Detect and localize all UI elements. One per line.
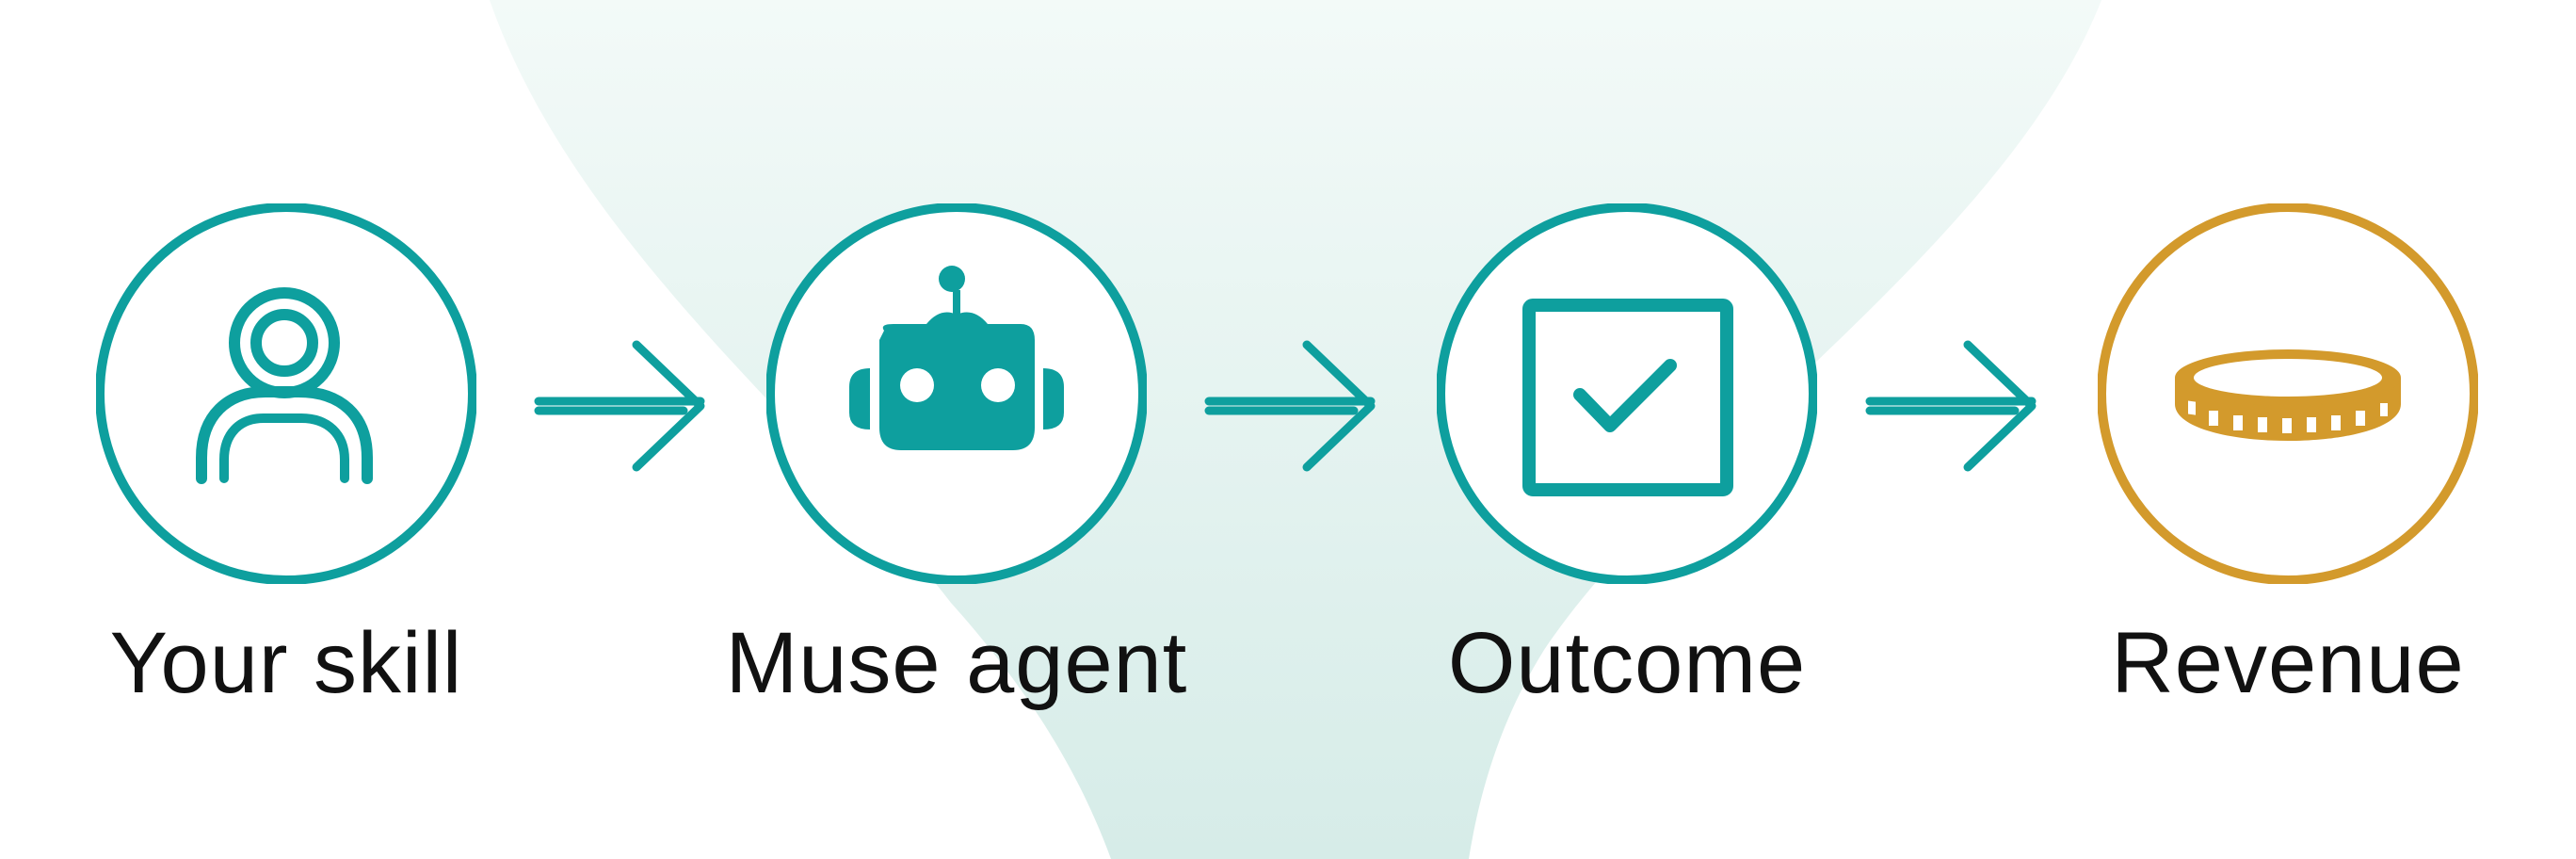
arrow-right-icon [1865,340,2037,472]
outcome-circle [1437,203,1817,584]
step-muse-agent: Muse agent [674,0,1239,859]
revenue-circle [2098,203,2478,584]
outcome-label: Outcome [1447,615,1807,711]
step-your-skill: Your skill [4,0,569,859]
muse-agent-circle [766,203,1147,584]
check-box-icon [1522,299,1733,496]
arrow-right-icon [534,340,705,472]
your-skill-circle [96,203,476,584]
muse-agent-label: Muse agent [725,615,1188,711]
arrow-right-icon [1204,340,1376,472]
your-skill-label: Your skill [109,615,463,711]
step-revenue: Revenue [2005,0,2570,859]
person-icon [196,287,373,484]
step-outcome: Outcome [1344,0,1909,859]
revenue-label: Revenue [2111,615,2465,711]
coin-icon [2175,349,2401,441]
robot-icon [849,266,1064,450]
